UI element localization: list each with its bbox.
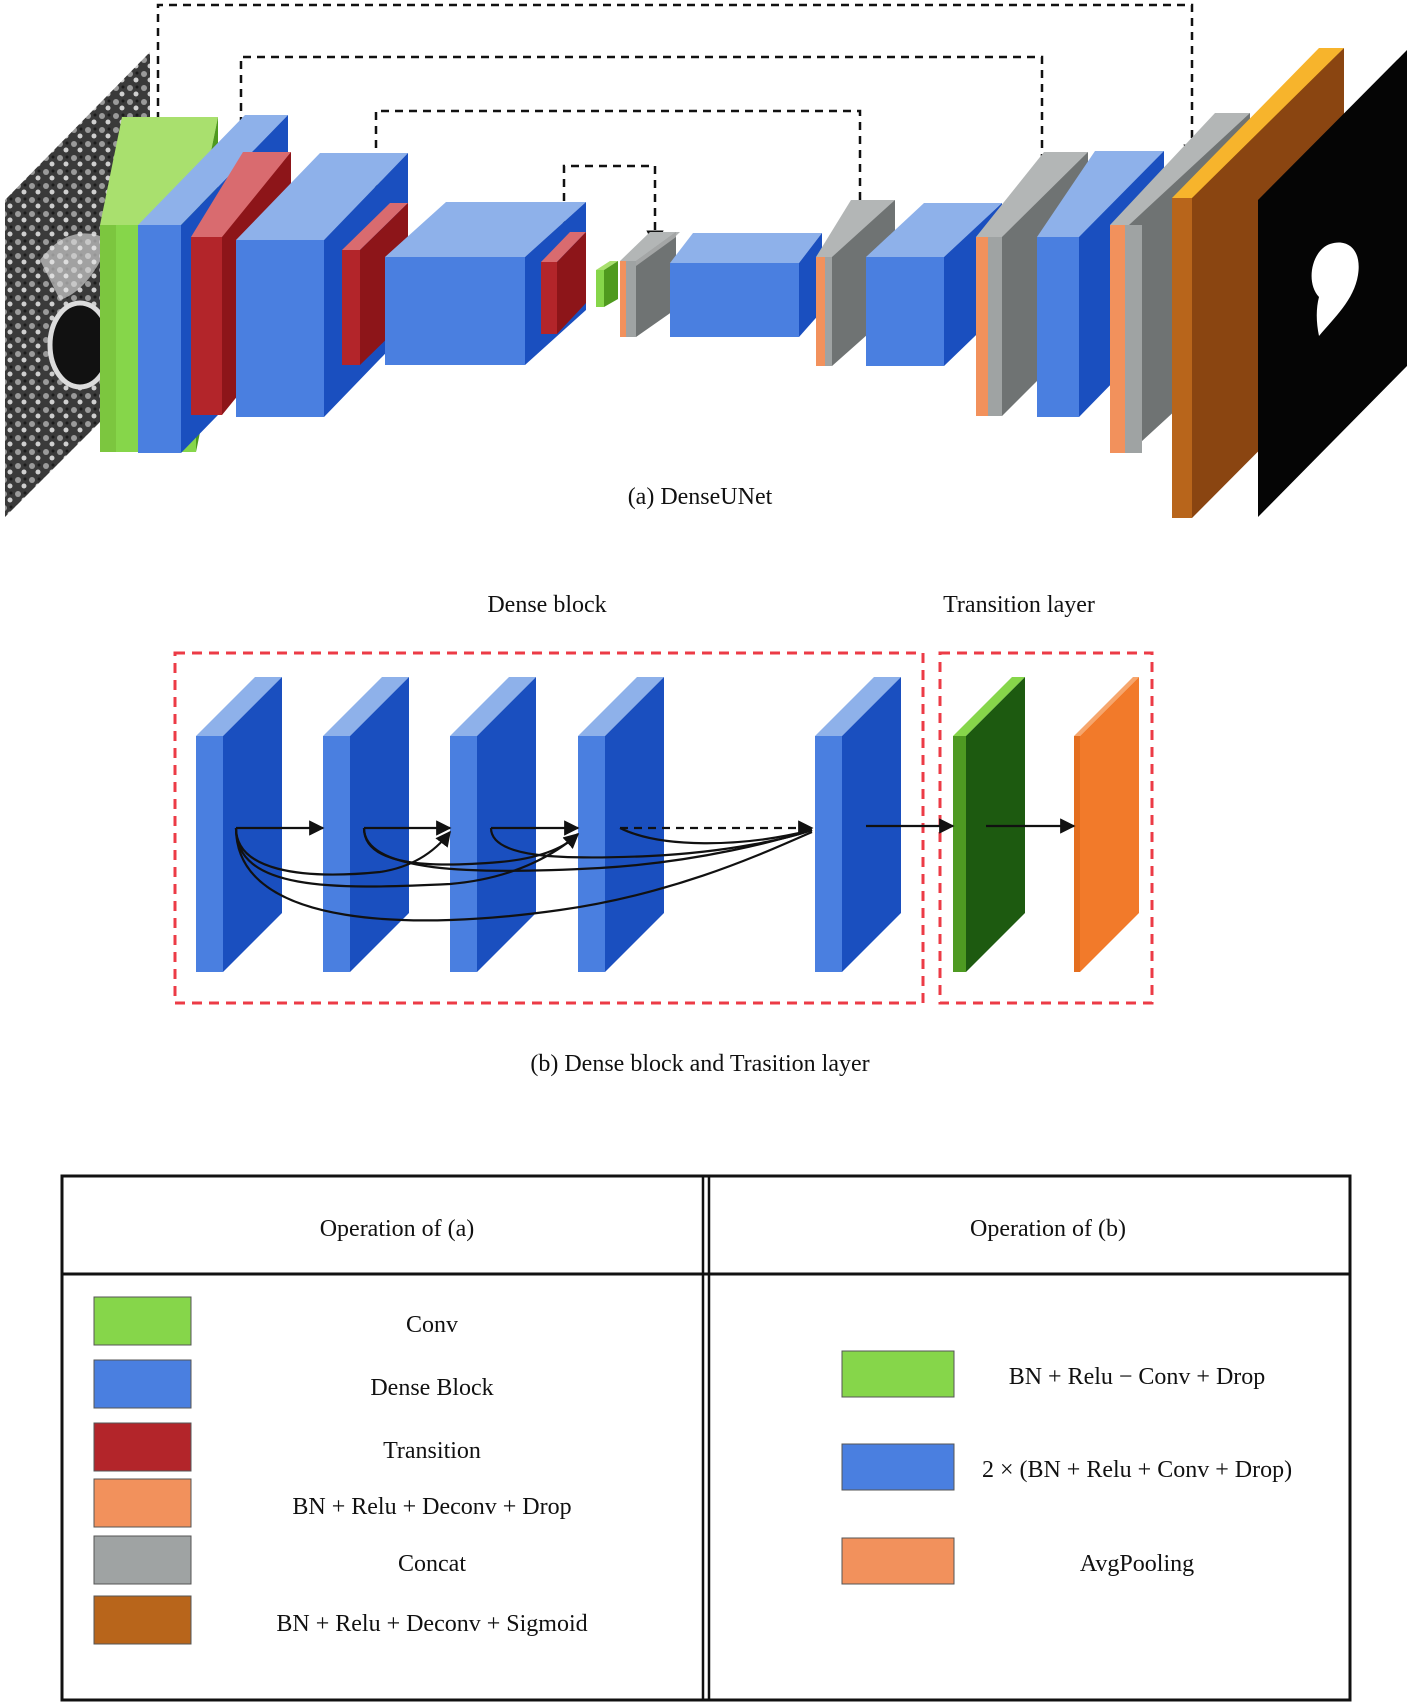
skip-curve-4-n bbox=[619, 827, 813, 845]
dense-block-label: Dense block bbox=[487, 592, 606, 618]
legend-a-label-1: Conv bbox=[406, 1312, 458, 1338]
legend-a-row-3: Transition bbox=[93, 1422, 481, 1472]
feature-map-1 bbox=[196, 677, 282, 972]
legend-a-row-6: BN + Relu + Deconv + Sigmoid bbox=[93, 1595, 588, 1645]
transition-layer-dashed-box bbox=[938, 651, 1154, 1005]
legend-b-row-2: 2 × (BN + Relu + Conv + Drop) bbox=[841, 1443, 1292, 1491]
skip-curve-1-n bbox=[234, 827, 813, 922]
legend-a-swatch-2 bbox=[93, 1359, 192, 1409]
legend-a-label-2: Dense Block bbox=[370, 1375, 493, 1401]
legend-table: Operation of (a) Operation of (b) ConvDe… bbox=[60, 1174, 1352, 1702]
feature-map-3 bbox=[450, 677, 536, 972]
legend-header-b: Operation of (b) bbox=[970, 1216, 1126, 1242]
legend-b-swatch-3 bbox=[841, 1537, 955, 1585]
legend-a-swatch-6 bbox=[93, 1595, 192, 1645]
caption-b: (b) Dense block and Trasition layer bbox=[530, 1051, 869, 1077]
skip-curve-3-n bbox=[489, 827, 813, 859]
bottleneck-conv bbox=[596, 261, 618, 307]
legend-b-row-3: AvgPooling bbox=[841, 1537, 1194, 1585]
feature-map-n bbox=[815, 677, 901, 972]
legend-b-label-1: BN + Relu − Conv + Drop bbox=[1009, 1364, 1266, 1390]
feature-map-2 bbox=[323, 677, 409, 972]
dense-block-diagram: Dense block Transition layer bbox=[173, 592, 1154, 1077]
denseunet-diagram: (a) DenseUNet bbox=[5, 3, 1407, 518]
skip-connection-2 bbox=[239, 55, 1051, 195]
legend-a-row-4: BN + Relu + Deconv + Drop bbox=[93, 1478, 572, 1528]
output-mask bbox=[1258, 50, 1407, 517]
transition-conv-map bbox=[953, 677, 1025, 972]
legend-a-label-6: BN + Relu + Deconv + Sigmoid bbox=[276, 1611, 587, 1637]
upsample-block-2 bbox=[816, 200, 895, 366]
legend-b-row-1: BN + Relu − Conv + Drop bbox=[841, 1350, 1266, 1398]
legend-a-row-2: Dense Block bbox=[93, 1359, 494, 1409]
legend-table-border bbox=[60, 1174, 1352, 1702]
feature-map-4 bbox=[578, 677, 664, 972]
legend-a-swatch-5 bbox=[93, 1535, 192, 1585]
legend-a-label-3: Transition bbox=[383, 1438, 481, 1464]
legend-header-a: Operation of (a) bbox=[320, 1216, 475, 1242]
legend-b-swatch-1 bbox=[841, 1350, 955, 1398]
legend-a-swatch-3 bbox=[93, 1422, 192, 1472]
legend-b-label-2: 2 × (BN + Relu + Conv + Drop) bbox=[982, 1457, 1292, 1483]
skip-curve-1-3 bbox=[234, 827, 451, 876]
legend-a-swatch-1 bbox=[93, 1296, 192, 1346]
legend-a-label-4: BN + Relu + Deconv + Drop bbox=[292, 1494, 571, 1520]
dense-block-dashed-box bbox=[173, 651, 925, 1005]
legend-a-swatch-4 bbox=[93, 1478, 192, 1528]
skip-connection-1 bbox=[156, 3, 1201, 162]
avgpool-map bbox=[1074, 677, 1139, 972]
caption-a: (a) DenseUNet bbox=[628, 484, 773, 510]
transition-block-3 bbox=[541, 232, 586, 334]
legend-b-swatch-2 bbox=[841, 1443, 955, 1491]
upsample-block-1 bbox=[620, 232, 680, 337]
legend-b-items: BN + Relu − Conv + Drop 2 × (BN + Relu + … bbox=[841, 1350, 1292, 1585]
legend-a-row-5: Concat bbox=[93, 1535, 466, 1585]
transition-layer-label: Transition layer bbox=[943, 592, 1095, 618]
legend-a-row-1: Conv bbox=[93, 1296, 458, 1346]
legend-b-label-3: AvgPooling bbox=[1080, 1551, 1194, 1577]
dense-block-bottleneck bbox=[670, 233, 822, 337]
dense-connections bbox=[234, 818, 1076, 922]
legend-a-label-5: Concat bbox=[398, 1551, 466, 1577]
